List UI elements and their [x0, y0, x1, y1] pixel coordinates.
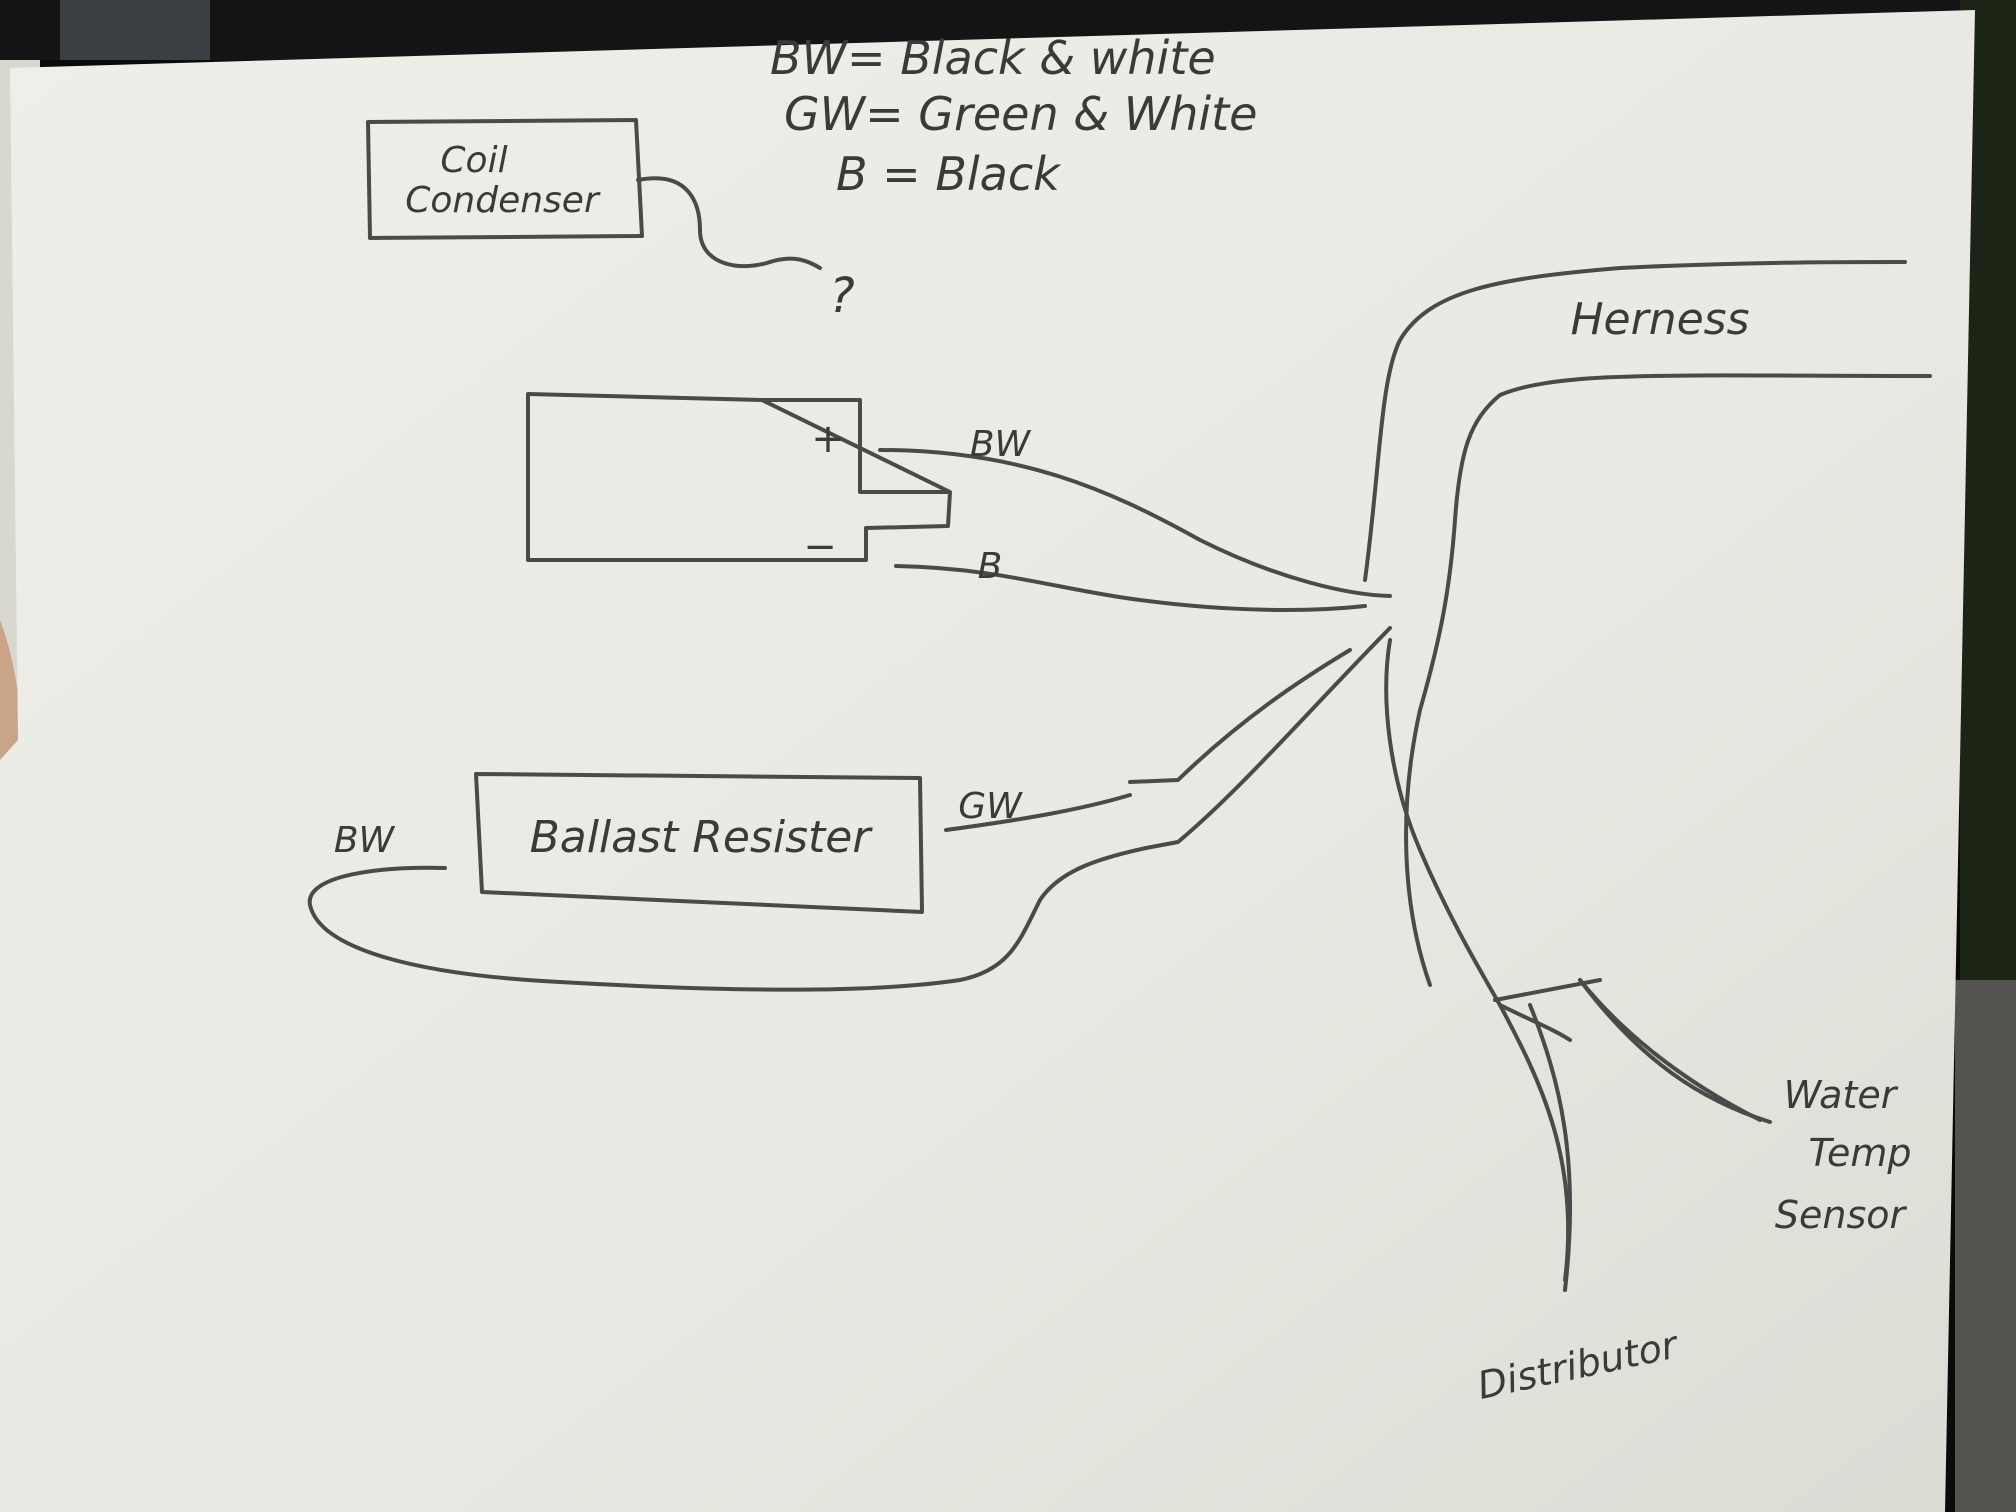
distributor-branch: [1384, 638, 1571, 1282]
wire-b: [894, 564, 1367, 612]
wire-label-bw-top: BW: [970, 424, 1032, 465]
wire-bw-loop: [307, 846, 1148, 992]
water-temp-wire: [1578, 978, 1772, 1124]
gw-sleeve: [1128, 626, 1392, 850]
water-temp-sensor-line1: Water: [1784, 1073, 1899, 1117]
coil-condenser-line1: Coil: [440, 140, 507, 181]
legend-line-gw: GW= Green & White: [784, 87, 1257, 141]
water-temp-sensor-line2: Temp: [1808, 1131, 1911, 1175]
legend: BW= Black & white GW= Green & White B = …: [770, 31, 1257, 201]
coil-condenser: Coil Condenser: [366, 118, 644, 240]
pot-right: [1955, 980, 2016, 1512]
wire-label-gw: GW: [958, 786, 1023, 827]
coil-plus-terminal: +: [811, 416, 845, 462]
question-mark: ?: [829, 268, 854, 324]
legend-line-b: B = Black: [836, 147, 1062, 201]
wire-gw: [944, 793, 1132, 832]
harness-lower-edge: [1404, 373, 1932, 987]
wire-bw-top: [878, 448, 1392, 598]
coil-minus-terminal: −: [803, 524, 837, 570]
background-top-left: [60, 0, 210, 60]
paper-sheet: [0, 10, 1975, 1512]
ballast-resister-label: Ballast Resister: [530, 812, 874, 863]
coil: + −: [526, 392, 952, 570]
coil-condenser-wire: [636, 176, 822, 270]
ballast-resister: Ballast Resister: [474, 772, 924, 914]
coil-condenser-line2: Condenser: [405, 180, 601, 221]
water-temp-sensor-line3: Sensor: [1775, 1193, 1908, 1237]
distributor-wire: [1528, 1003, 1573, 1292]
wire-label-b: B: [978, 546, 1003, 587]
legend-line-bw: BW= Black & white: [770, 31, 1216, 85]
harness-upper-edge: [1363, 260, 1907, 582]
harness-label: Herness: [1570, 294, 1749, 345]
wire-label-bw-left: BW: [334, 820, 396, 861]
